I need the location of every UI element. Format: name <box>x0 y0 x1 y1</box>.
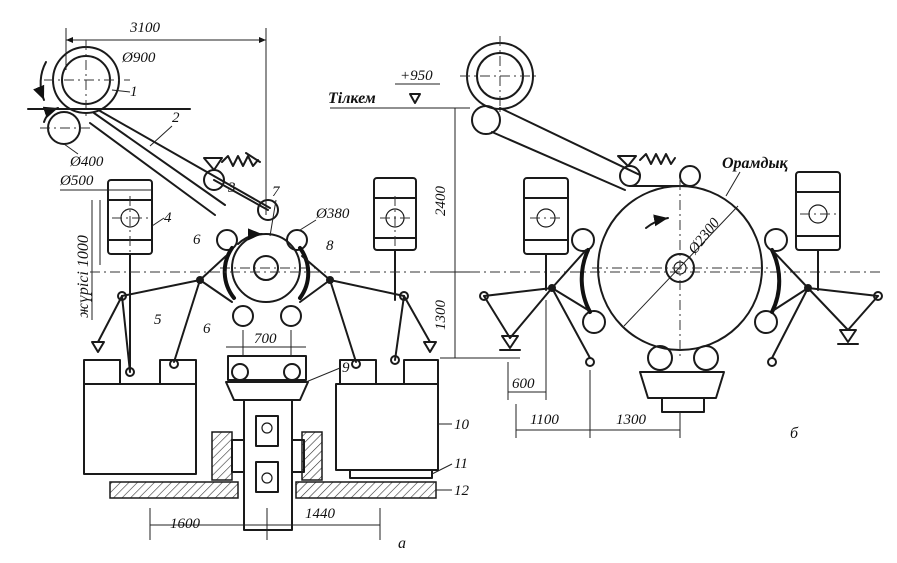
gear-coupling-right <box>291 431 323 481</box>
callout-6-bottom: 6 <box>203 321 211 337</box>
dim-3100: 3100 <box>65 20 267 215</box>
foundation-a <box>109 481 437 499</box>
callout-2: 2 <box>172 110 180 126</box>
guide-roll-a: Ø400 <box>40 106 104 170</box>
cylinder-right-b <box>795 171 841 291</box>
dim-900-text: Ø900 <box>121 50 156 66</box>
housing-left-a <box>83 359 197 475</box>
small-rolls-a: Ø380 <box>216 206 350 327</box>
dim-500-text: Ø500 <box>59 173 94 189</box>
linkage-b <box>479 249 883 367</box>
callout-4: 4 <box>164 210 172 226</box>
dim-3100-text: 3100 <box>129 20 161 36</box>
dim-base: 1600 1440 <box>149 506 381 540</box>
stroke-text: жүрісі 1000 <box>75 235 92 318</box>
gear-coupling-left <box>211 431 245 481</box>
variant-a-assembly: 3100 Ø900 Ø400 <box>27 20 880 552</box>
callout-11: 11 <box>454 456 468 472</box>
dim-1300v-text: 1300 <box>433 300 449 331</box>
work-roll-a <box>220 228 315 303</box>
pressure-lever-a <box>203 152 279 221</box>
dim-1100-text: 1100 <box>530 412 559 428</box>
level-name-text: Тілкем <box>328 90 376 107</box>
center-stand-a <box>211 355 323 531</box>
dim-1300-text: 1300 <box>616 412 647 428</box>
variant-a-label: а <box>398 535 406 552</box>
level-950-text: +950 <box>400 68 433 84</box>
dim-380-text: Ø380 <box>315 206 350 222</box>
winding-drum-a: Ø900 <box>33 40 156 120</box>
dim-2400-text: 2400 <box>433 186 449 217</box>
linkage-a <box>91 255 437 377</box>
callout-10: 10 <box>454 417 470 433</box>
callout-8: 8 <box>326 238 334 254</box>
callout-1: 1 <box>130 84 138 100</box>
dim-700-text: 700 <box>254 331 277 347</box>
dim-400-text: Ø400 <box>69 154 104 170</box>
dim-2300-text: Ø2300 <box>685 215 724 258</box>
variant-b-label: б <box>790 425 799 442</box>
dim-1440-text: 1440 <box>305 506 336 522</box>
callout-12: 12 <box>454 483 470 499</box>
winding-drum-b <box>460 36 701 191</box>
dim-vertical-b: 2400 1300 <box>433 108 520 359</box>
side-rolls-b <box>571 228 788 413</box>
dim-bottom-b: 600 1100 1300 <box>507 300 681 438</box>
callout-6-top: 6 <box>193 232 201 248</box>
variant-b-assembly: Тілкем +950 2400 1300 <box>328 36 883 442</box>
callout-7: 7 <box>272 184 281 200</box>
callout-9: 9 <box>342 360 350 376</box>
dim-700: 700 <box>226 330 306 356</box>
hydraulic-cylinder-left-a: Ø500 <box>59 173 153 265</box>
dim-600-text: 600 <box>512 376 535 392</box>
cylinder-left-b <box>523 177 569 291</box>
level-mark: Тілкем +950 <box>328 68 470 109</box>
callout-5: 5 <box>154 312 162 328</box>
dim-1600-text: 1600 <box>170 516 201 532</box>
housing-right-a <box>335 359 439 479</box>
drum-name-text: Орамдық <box>722 155 789 172</box>
callouts-a: 1 2 3 4 5 6 7 8 6 9 10 11 12 <box>111 84 470 499</box>
callout-3: 3 <box>227 180 236 196</box>
